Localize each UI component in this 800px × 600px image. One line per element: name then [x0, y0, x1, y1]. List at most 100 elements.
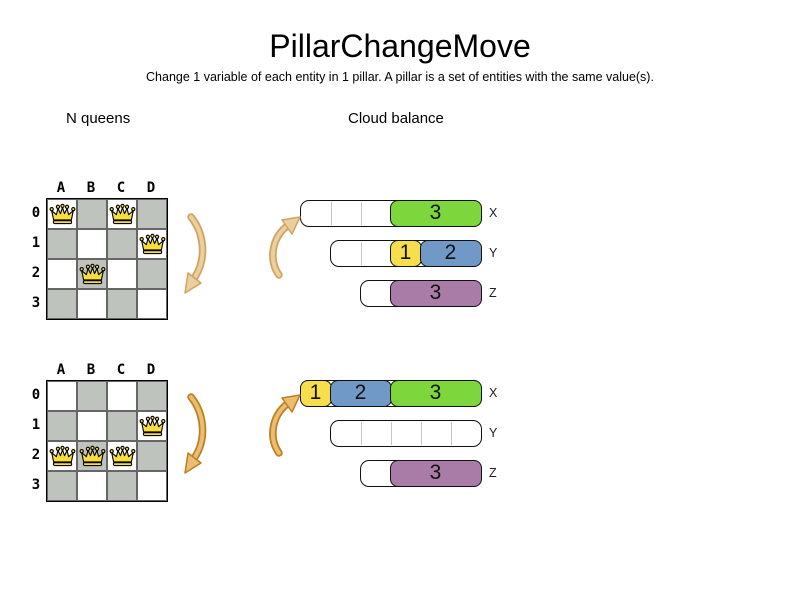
queen — [107, 199, 137, 229]
board-cell — [137, 471, 167, 501]
computer-label-x: X — [489, 386, 498, 400]
board-cell — [107, 259, 137, 289]
curved-arrow-down-icon — [184, 213, 207, 294]
process-value: 3 — [429, 381, 442, 404]
computer-bar-x: 3 — [300, 199, 482, 227]
board-row-label: 1 — [31, 235, 41, 251]
computer-bar-z: 3 — [360, 459, 482, 487]
computer-label-z: Z — [489, 466, 497, 480]
process-segment: 3 — [389, 379, 482, 407]
board-column-label: D — [146, 362, 156, 378]
board-column-label: A — [56, 180, 66, 196]
board-cell — [77, 381, 107, 411]
board-cell — [137, 199, 167, 229]
board-cell — [137, 289, 167, 319]
board-cell — [77, 411, 107, 441]
queen — [137, 229, 167, 259]
computer-label-y: Y — [489, 426, 498, 440]
board-row-label: 3 — [31, 477, 41, 493]
board-cell — [137, 259, 167, 289]
nqueens-section-label: N queens — [66, 110, 131, 127]
board-cell — [107, 411, 137, 441]
process-value: 1 — [399, 241, 412, 264]
process-value: 3 — [429, 461, 442, 484]
board-cell — [107, 289, 137, 319]
process-value: 1 — [309, 381, 322, 404]
board-row-label: 1 — [31, 417, 41, 433]
process-value: 3 — [429, 281, 442, 304]
board-cell — [47, 259, 77, 289]
curved-arrow-down-icon — [184, 393, 207, 474]
board-column-label: A — [56, 362, 66, 378]
queen-icon — [79, 445, 105, 466]
board-cell — [137, 441, 167, 471]
queen-icon — [139, 415, 165, 436]
process-segment: 2 — [419, 239, 482, 267]
process-segment: 2 — [329, 379, 392, 407]
board-row-label: 2 — [31, 447, 41, 463]
board-cell — [77, 229, 107, 259]
board-column-label: B — [86, 362, 96, 378]
computer-label-x: X — [489, 206, 498, 220]
board-cell — [107, 381, 137, 411]
queen-icon — [139, 233, 165, 254]
board-cell — [47, 289, 77, 319]
page-title: PillarChangeMove — [269, 28, 531, 64]
queen-icon — [109, 445, 135, 466]
board-cell — [47, 411, 77, 441]
board-cell — [137, 381, 167, 411]
process-segment: 3 — [389, 279, 482, 307]
capacity-divider — [360, 422, 362, 445]
process-value: 2 — [444, 241, 457, 264]
board-column-label: D — [146, 180, 156, 196]
computer-bar-z: 3 — [360, 279, 482, 307]
board-column-label: B — [86, 180, 96, 196]
board-grid — [46, 380, 168, 502]
board-cell — [77, 289, 107, 319]
capacity-divider — [330, 202, 332, 225]
page-subtitle: Change 1 variable of each entity in 1 pi… — [146, 70, 654, 84]
chessboard-before: A B C D 0 1 2 3 — [16, 180, 196, 330]
board-cell — [77, 471, 107, 501]
board-grid — [46, 198, 168, 320]
board-cell — [47, 471, 77, 501]
capacity-divider — [450, 422, 452, 445]
board-column-label: C — [116, 180, 126, 196]
board-row-label: 3 — [31, 295, 41, 311]
process-segment: 3 — [389, 459, 482, 487]
board-row-label: 2 — [31, 265, 41, 281]
queen — [137, 411, 167, 441]
queen — [47, 441, 77, 471]
board-row-label: 0 — [31, 205, 41, 221]
computer-bar-x: 1 2 3 — [299, 379, 482, 407]
queen — [77, 441, 107, 471]
queen-icon — [49, 203, 75, 224]
queen — [107, 441, 137, 471]
capacity-divider — [390, 422, 392, 445]
computer-label-y: Y — [489, 246, 498, 260]
queen-icon — [109, 203, 135, 224]
capacity-divider — [360, 202, 362, 225]
computer-label-z: Z — [489, 286, 497, 300]
board-cell — [107, 229, 137, 259]
board-column-label: C — [116, 362, 126, 378]
board-cell — [47, 381, 77, 411]
queen — [77, 259, 107, 289]
queen — [47, 199, 77, 229]
board-cell — [107, 471, 137, 501]
process-value: 3 — [429, 201, 442, 224]
process-value: 2 — [354, 381, 367, 404]
queen-icon — [49, 445, 75, 466]
board-row-label: 0 — [31, 387, 41, 403]
computer-bar-y — [330, 420, 482, 447]
process-segment: 3 — [389, 199, 482, 227]
process-segment: 1 — [389, 239, 422, 267]
process-segment: 1 — [299, 379, 332, 407]
queen-icon — [79, 263, 105, 284]
capacity-divider — [420, 422, 422, 445]
chessboard-after: A B C D 0 1 2 3 — [16, 362, 196, 512]
cloud-balance-section-label: Cloud balance — [348, 110, 444, 127]
